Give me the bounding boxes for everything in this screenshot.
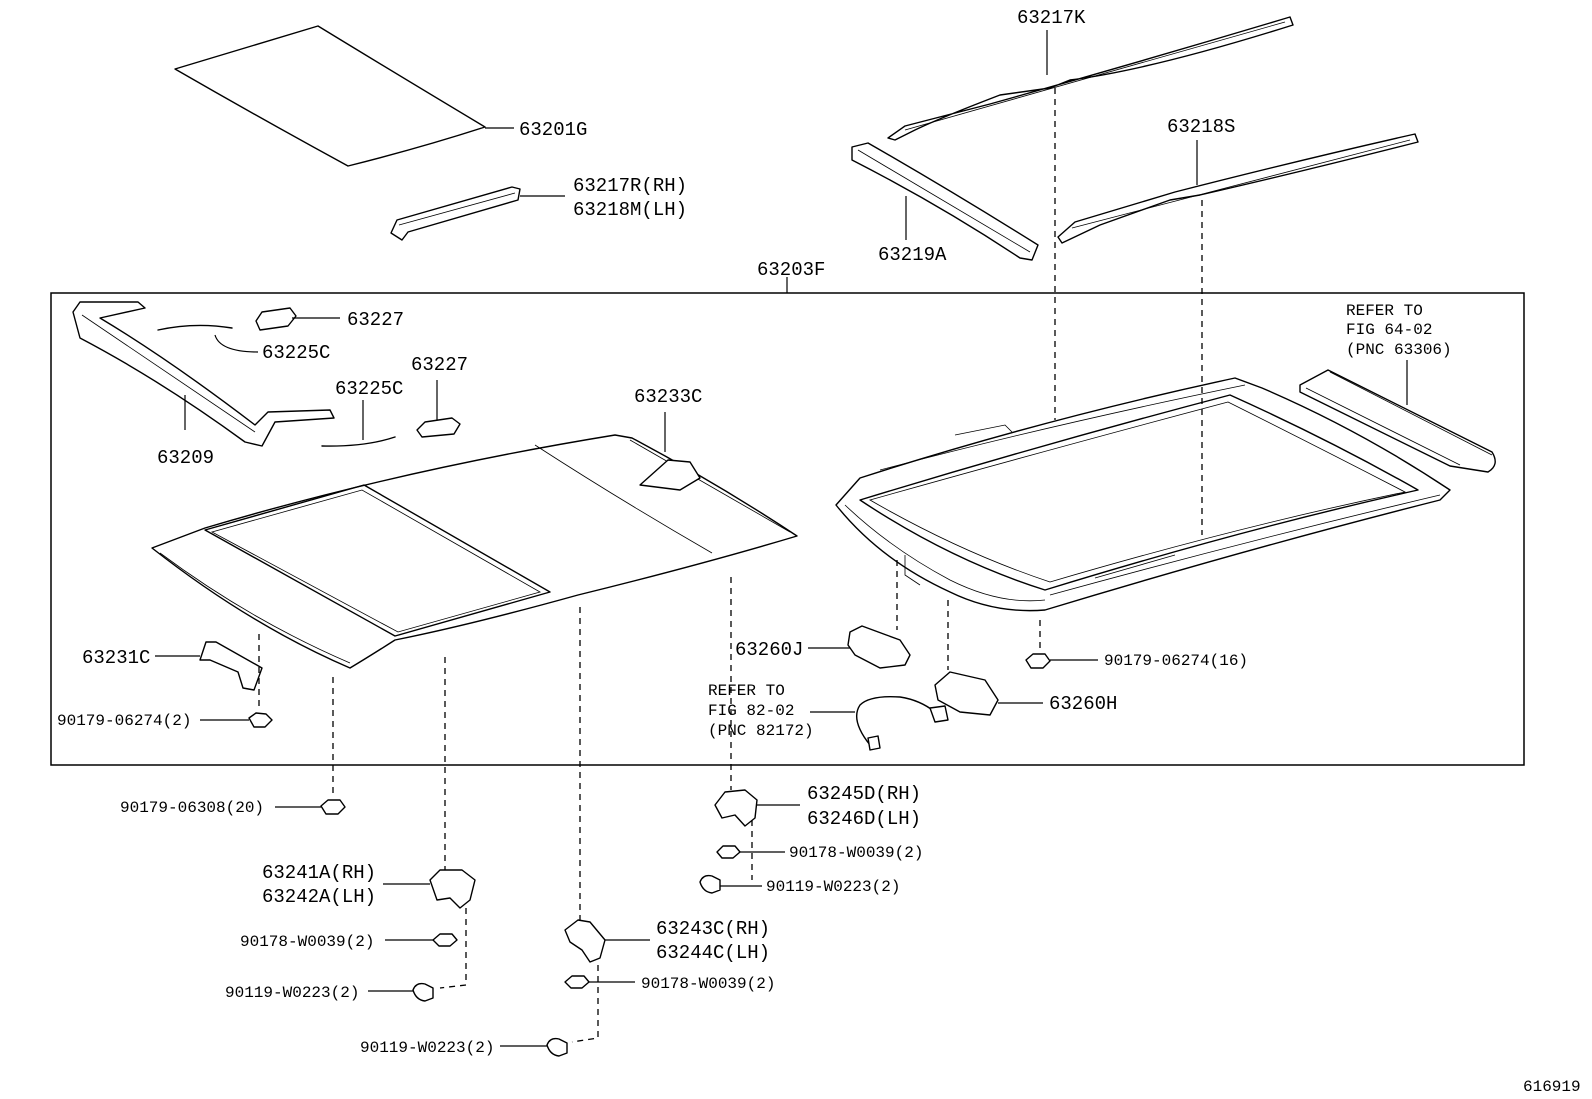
rail-63217K: [887, 16, 1294, 141]
bracket-63231C: [199, 641, 263, 691]
refer-note-fig82-line1: REFER TO: [708, 682, 785, 700]
label-90119-W0223-c: 90119-W0223(2): [360, 1039, 494, 1057]
refer-note-fig64-line3: (PNC 63306): [1346, 341, 1452, 359]
label-90179-06274-16: 90179-06274(16): [1104, 652, 1248, 670]
label-63243C: 63243C(RH): [656, 918, 770, 940]
refer-note-fig82-line2: FIG 82-02: [708, 702, 794, 720]
label-63260J: 63260J: [735, 639, 803, 661]
harness-82172: [810, 695, 949, 751]
label-63209: 63209: [157, 447, 214, 469]
label-63246D: 63246D(LH): [807, 808, 921, 830]
label-63227-a: 63227: [347, 309, 404, 331]
sunroof-frame: [835, 377, 1451, 612]
label-90178-W0039-b: 90178-W0039(2): [240, 933, 374, 951]
label-63217R: 63217R(RH): [573, 175, 687, 197]
label-63218S: 63218S: [1167, 116, 1235, 138]
wire-63225C-a: [157, 324, 233, 331]
label-90179-06274-2: 90179-06274(2): [57, 712, 191, 730]
label-90178-W0039-c: 90178-W0039(2): [641, 975, 775, 993]
label-90119-W0223-a: 90119-W0223(2): [766, 878, 900, 896]
motor-63260J: [808, 560, 911, 669]
shade-63306: [1299, 369, 1496, 473]
strip-63217R: [390, 186, 521, 241]
label-90119-W0223-b: 90119-W0223(2): [225, 984, 359, 1002]
bracket-63243C: [500, 919, 650, 1057]
label-63231C: 63231C: [82, 647, 150, 669]
clip-63227-a: [255, 307, 297, 331]
roof-shell-63233C: [151, 434, 798, 669]
nut-90179-06308: [275, 799, 346, 815]
label-63244C: 63244C(LH): [656, 942, 770, 964]
diagram-id: 616919: [1523, 1078, 1581, 1096]
label-90178-W0039-a: 90178-W0039(2): [789, 844, 923, 862]
side-rail-63209: [72, 301, 335, 447]
label-63203F: 63203F: [757, 259, 825, 281]
label-63219A: 63219A: [878, 244, 947, 266]
clip-63227-b: [416, 417, 461, 438]
label-90179-06308: 90179-06308(20): [120, 799, 264, 817]
nut-90179-06274-a: [200, 712, 273, 728]
label-63218M: 63218M(LH): [573, 199, 687, 221]
label-63227-b: 63227: [411, 354, 468, 376]
label-63241A: 63241A(RH): [262, 862, 376, 884]
rail-63218S: [1057, 133, 1419, 244]
label-63225C-a: 63225C: [262, 342, 330, 364]
bracket-63245D: [699, 789, 800, 894]
label-63217K: 63217K: [1017, 7, 1086, 29]
roof-panel-63201G: [174, 25, 486, 167]
motor-63260H: [934, 600, 1043, 716]
label-63242A: 63242A(LH): [262, 886, 376, 908]
refer-note-fig82-line3: (PNC 82172): [708, 722, 814, 740]
wire-63225C-b: [321, 436, 396, 447]
bracket-63241A: [368, 869, 476, 1002]
nut-90179-06274-b: [1025, 620, 1098, 669]
refer-note-fig64-line1: REFER TO: [1346, 302, 1423, 320]
refer-note-fig64-line2: FIG 64-02: [1346, 321, 1432, 339]
label-63233C: 63233C: [634, 386, 702, 408]
label-63260H: 63260H: [1049, 693, 1117, 715]
label-63201G: 63201G: [519, 119, 587, 141]
label-63225C-b: 63225C: [335, 378, 403, 400]
seal-63219A: [851, 142, 1039, 261]
label-63245D: 63245D(RH): [807, 783, 921, 805]
